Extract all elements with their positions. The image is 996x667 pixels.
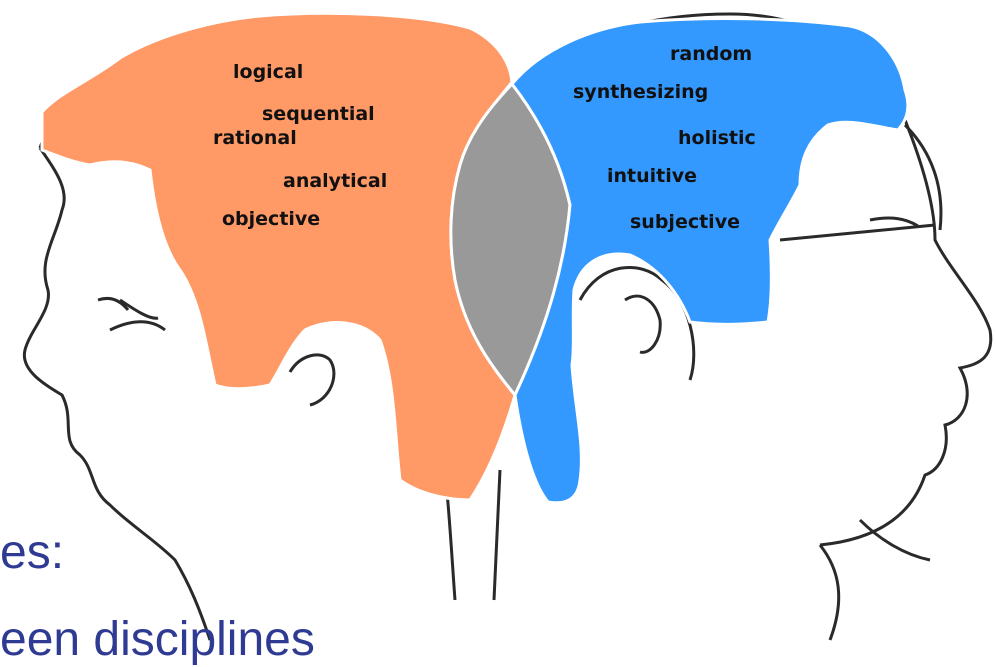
- left-word-rational: rational: [213, 127, 297, 149]
- left-word-objective: objective: [222, 208, 320, 230]
- left-hemisphere: [42, 13, 515, 500]
- right-word-intuitive: intuitive: [607, 165, 697, 187]
- slide-text-line-1: es:: [0, 525, 90, 580]
- right-word-subjective: subjective: [630, 211, 740, 233]
- right-word-synthesizing: synthesizing: [573, 81, 708, 103]
- left-word-analytical: analytical: [283, 170, 387, 192]
- right-hemisphere: [512, 19, 908, 503]
- left-word-logical: logical: [233, 61, 303, 83]
- right-word-random: random: [670, 43, 752, 65]
- right-word-holistic: holistic: [678, 127, 756, 149]
- left-word-sequential: sequential: [262, 103, 375, 125]
- slide-text-line-2: een disciplines: [0, 612, 315, 667]
